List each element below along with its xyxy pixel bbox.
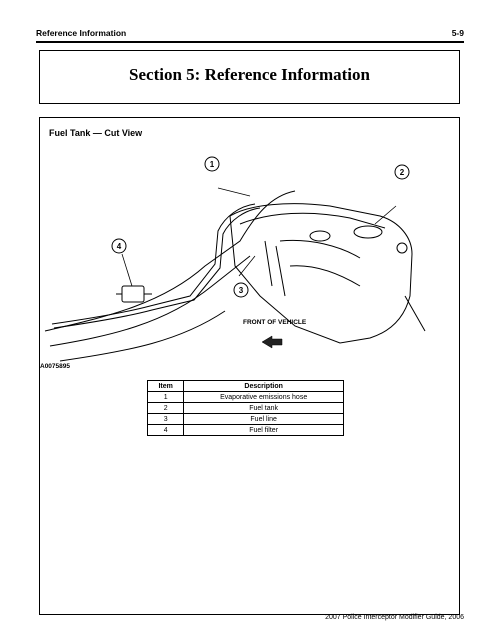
title-box: Section 5: Reference Information [39,50,460,104]
figure-title: Fuel Tank — Cut View [49,128,143,138]
table-row: 1 Evaporative emissions hose [146,391,344,403]
table-row: 3 Fuel line [146,413,344,425]
figure-box: Fuel Tank — Cut View [39,117,460,615]
description-cell: Fuel filter [183,424,344,436]
parts-table: Item Description 1 Evaporative emissions… [146,380,344,436]
front-of-vehicle-label: FRONT OF VEHICLE [243,319,307,326]
item-cell: 4 [146,424,185,436]
section-name: Reference Information [36,28,127,38]
column-header-item: Item [146,380,185,392]
callout-2-number: 2 [400,168,405,177]
description-cell: Evaporative emissions hose [183,391,344,403]
table-header-row: Item Description [146,380,344,392]
arrow-left-icon [261,335,283,349]
callout-4-number: 4 [117,242,122,251]
figure-id: A0075895 [40,363,70,370]
callout-1-marker: 1 [204,156,220,172]
callout-4-marker: 4 [111,238,127,254]
table-row: 2 Fuel tank [146,402,344,414]
page-number: 5-9 [451,28,464,38]
callout-1-number: 1 [210,160,215,169]
page-header: Reference Information 5-9 [36,28,464,42]
fuel-tank-diagram: 1 2 3 4 FRONT OF VEHICLE [44,156,426,362]
callout-3-marker: 3 [233,282,249,298]
page-footer: 2007 Police Interceptor Modifier Guide, … [325,614,464,621]
description-cell: Fuel tank [183,402,344,414]
callout-2-marker: 2 [394,164,410,180]
header-rule [36,41,464,43]
page-title: Section 5: Reference Information [129,65,370,84]
column-header-description: Description [183,380,344,392]
item-cell: 3 [146,413,185,425]
description-cell: Fuel line [183,413,344,425]
callout-3-number: 3 [239,286,244,295]
item-cell: 1 [146,391,185,403]
item-cell: 2 [146,402,185,414]
table-row: 4 Fuel filter [146,424,344,436]
